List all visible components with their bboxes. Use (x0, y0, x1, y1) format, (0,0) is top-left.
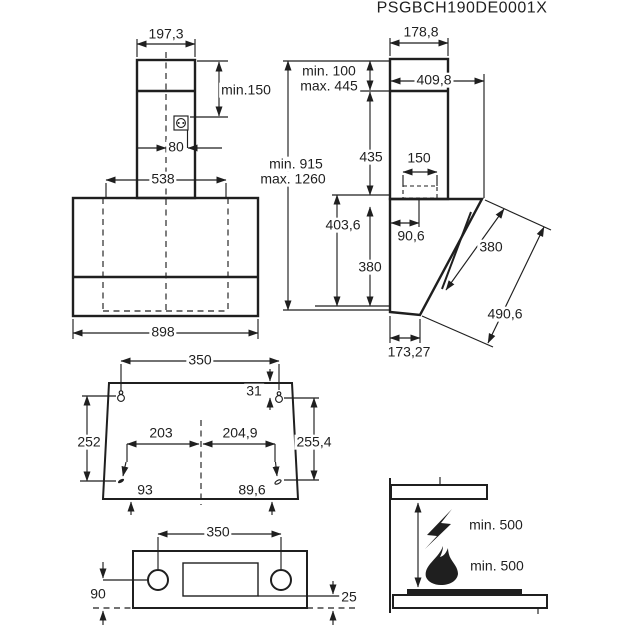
flame-icon (425, 546, 458, 585)
dim-hood-width: 898 (149, 323, 177, 340)
dim-body-height: 403,6 (323, 216, 363, 233)
dim-right-bottom-offset: 89,6 (236, 481, 268, 498)
duct-hole-icon (270, 569, 292, 591)
dim-right-hole-height: 255,4 (294, 433, 334, 450)
bottom-view (93, 530, 358, 625)
dim-telescopic-min: min. 100 (300, 62, 358, 79)
duct-hole-icon (147, 569, 169, 591)
clearance-view (389, 477, 548, 614)
dim-bottom-hole-spacing: 350 (204, 523, 232, 540)
dim-left-edge-offset: 90 (88, 585, 108, 602)
dim-gas-clearance: min. 500 (468, 557, 526, 574)
dim-lower-height: 380 (356, 258, 384, 275)
dim-electric-clearance: min. 500 (467, 516, 525, 533)
mounting-template-view (80, 357, 319, 515)
dim-top-hole-spacing: 350 (186, 351, 214, 368)
dim-height-max: max. 1260 (258, 170, 328, 187)
screw-hole-icon (117, 478, 125, 484)
power-socket-icon (173, 115, 189, 131)
dim-socket-offset: 80 (166, 138, 186, 155)
dim-bracket-width: 538 (149, 170, 177, 187)
dim-panel-length: 380 (477, 238, 505, 255)
lightning-bolt-icon (425, 509, 452, 549)
screw-hole-icon (274, 479, 282, 485)
keyhole-slot-icon (117, 390, 125, 402)
dim-chimney-height: 435 (357, 148, 385, 165)
dim-height-min: min. 915 (267, 155, 325, 172)
dim-left-bottom-offset: 93 (135, 481, 155, 498)
dim-top-depth: 409,8 (414, 71, 454, 88)
dim-glass-length: 490,6 (485, 305, 525, 322)
cooktop-icon (392, 589, 548, 614)
dim-duct-width: 150 (405, 149, 433, 166)
dim-left-hole-height: 252 (75, 433, 103, 450)
model-number: PSGBCH190DE0001X (374, 0, 550, 18)
keyhole-slot-icon (275, 391, 283, 403)
dim-top-hole-offset: 31 (244, 382, 264, 399)
hood-bottom-icon (390, 477, 488, 500)
dim-telescopic-max: max. 445 (298, 77, 360, 94)
side-view (283, 38, 552, 348)
dim-right-edge-offset: 25 (339, 588, 359, 605)
dim-front-gap: 90,6 (395, 227, 427, 244)
dim-chimney-depth: 178,8 (401, 23, 441, 40)
dim-chimney-width: 197,3 (146, 25, 186, 42)
grease-filter-opening (182, 562, 259, 597)
dim-left-hole-center: 203 (147, 424, 175, 441)
dim-socket-height: min.150 (219, 81, 273, 98)
dim-bottom-depth: 173,27 (385, 343, 433, 360)
dim-right-hole-center: 204,9 (220, 424, 260, 441)
